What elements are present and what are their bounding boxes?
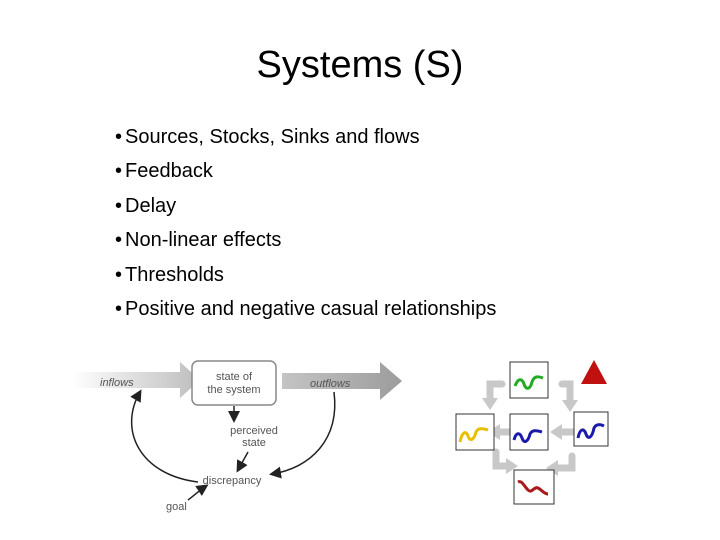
discrepancy-to-inflow-curve: [130, 389, 199, 483]
bullet-text: Sources, Stocks, Sinks and flows: [125, 126, 420, 148]
state-label-line1: state of: [216, 371, 253, 383]
bullet-item: •Thresholds: [115, 258, 496, 292]
outflows-label: outflows: [310, 378, 351, 390]
bullet-text: Thresholds: [125, 263, 224, 286]
bullet-item: •Feedback: [115, 154, 496, 188]
gray-arrowhead-top-right: [562, 400, 578, 412]
gray-arrowhead-bottom-right: [546, 460, 558, 476]
bullet-item: •Positive and negative casual relationsh…: [115, 292, 496, 326]
perceived-to-discrepancy-arrow: [236, 451, 249, 473]
blue-trend-box-center: [509, 413, 549, 451]
bullet-marker: •: [115, 298, 123, 321]
bullet-marker: •: [115, 160, 123, 183]
bullet-text: Delay: [125, 194, 177, 217]
blue-trend-icon-right: [576, 423, 605, 439]
blue-trend-icon-center: [512, 429, 543, 443]
inflows-label: inflows: [100, 377, 134, 389]
state-label-line2: the system: [207, 384, 260, 396]
gray-arrow-bottom-left: [492, 448, 512, 470]
goal-label: goal: [166, 501, 187, 513]
perceived-label-line2: state: [242, 437, 266, 449]
inflows-arrow: [72, 362, 200, 398]
state-box: [191, 360, 277, 406]
blue-trend-box-right: [573, 411, 609, 447]
green-trend-box: [509, 361, 549, 399]
bullet-item: •Sources, Stocks, Sinks and flows: [115, 120, 496, 154]
perceived-label-line1: perceived: [230, 425, 278, 437]
discrepancy-label: discrepancy: [203, 475, 262, 487]
bullet-item: •Non-linear effects: [115, 223, 496, 257]
slide-title: Systems (S): [256, 44, 464, 86]
red-trend-box: [513, 469, 555, 505]
gray-arrow-top-left: [486, 380, 506, 404]
gray-arrowhead-mid-right: [550, 424, 562, 440]
bullet-text: Feedback: [125, 160, 213, 183]
bullet-text: Non-linear effects: [125, 229, 282, 252]
gray-arrow-top-right: [558, 380, 574, 406]
bullet-marker: •: [115, 229, 123, 252]
bullet-text: Positive and negative casual relationshi…: [125, 298, 497, 321]
bullet-list: •Sources, Stocks, Sinks and flows •Feedb…: [115, 120, 496, 326]
bullet-item: •Delay: [115, 189, 496, 223]
bullet-marker: •: [115, 126, 123, 148]
red-trend-icon: [517, 480, 549, 496]
bullet-marker: •: [115, 194, 123, 217]
outflows-arrow: [282, 362, 402, 400]
green-trend-icon: [513, 375, 544, 390]
bullet-marker: •: [115, 263, 123, 286]
outflow-to-discrepancy-curve: [269, 391, 336, 479]
goal-to-discrepancy-arrow: [187, 484, 209, 501]
gray-arrow-bottom-right: [552, 452, 576, 472]
yellow-trend-icon: [458, 427, 489, 443]
gray-arrowhead-top-left: [482, 398, 498, 410]
gray-arrowhead-bottom-left: [506, 458, 518, 474]
red-triangle: [581, 360, 607, 384]
